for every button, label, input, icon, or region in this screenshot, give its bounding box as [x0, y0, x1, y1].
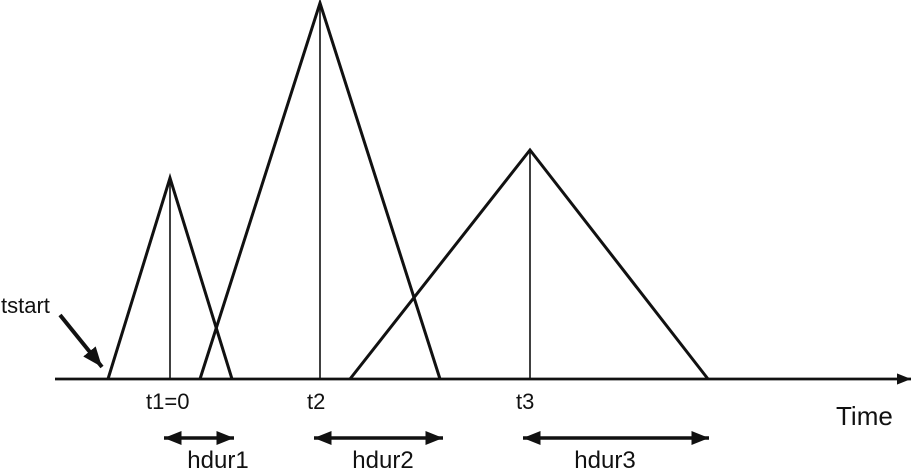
tstart-label: tstart: [1, 293, 50, 318]
hdur3-label: hdur3: [574, 447, 636, 474]
hdur2-label: hdur2: [352, 447, 414, 474]
tstart-arrow: [58, 313, 104, 369]
t3-label: t3: [516, 389, 535, 414]
time-axis-label: Time: [836, 401, 893, 431]
t1-label: t1=0: [146, 389, 190, 414]
triangle-pulse-3: [348, 147, 710, 380]
hdur1-label: hdur1: [187, 447, 249, 474]
triangle-pulse-2: [198, 0, 442, 380]
triangle-pulse-1: [106, 172, 234, 380]
t2-label: t2: [307, 389, 326, 414]
